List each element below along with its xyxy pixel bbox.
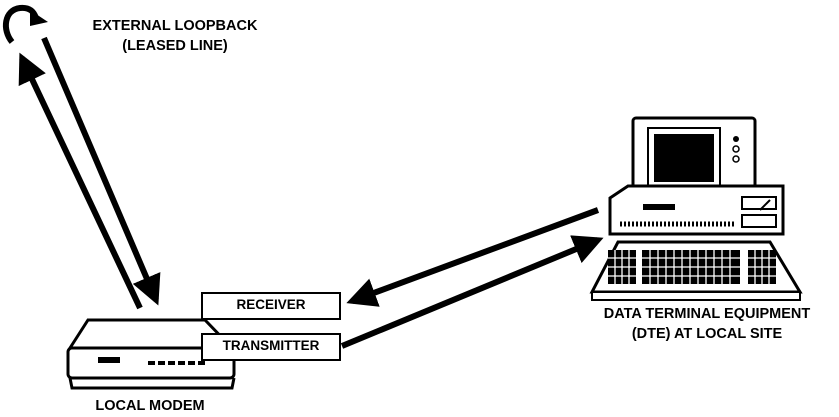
external-loopback-line2: (LEASED LINE) xyxy=(122,38,228,54)
loopback-lines xyxy=(18,36,161,310)
data-flow-lines xyxy=(340,207,604,349)
dte-title: DATA TERMINAL EQUIPMENT (DTE) AT LOCAL S… xyxy=(578,304,836,344)
dte-line2: (DTE) AT LOCAL SITE xyxy=(631,326,783,342)
transmitter-box: TRANSMITTER xyxy=(201,333,341,361)
external-loopback-title: EXTERNAL LOOPBACK (LEASED LINE) xyxy=(60,16,290,56)
local-modem-label: LOCAL MODEM xyxy=(95,398,205,414)
computer-terminal-icon xyxy=(608,116,785,236)
loopback-arrow-icon xyxy=(2,4,48,44)
receiver-box: RECEIVER xyxy=(201,292,341,320)
modem-icon xyxy=(66,318,236,390)
keyboard-icon xyxy=(589,240,803,301)
dte-line1: DATA TERMINAL EQUIPMENT xyxy=(603,306,811,322)
external-loopback-line1: EXTERNAL LOOPBACK xyxy=(92,18,258,34)
